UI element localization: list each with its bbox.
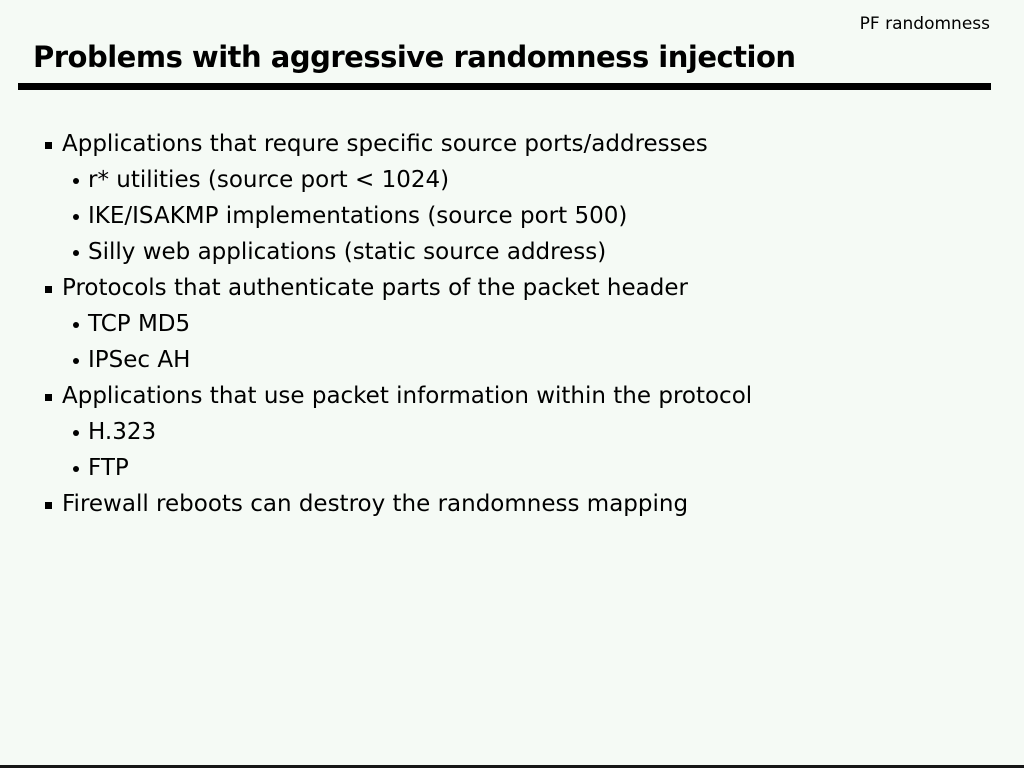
bullet-text: TCP MD5 (88, 311, 191, 337)
bottom-edge-rule (0, 765, 1024, 768)
bullet-item: Applications that use packet information… (0, 378, 1024, 414)
bullet-list: Applications that requre specific source… (0, 126, 1024, 522)
slide-title: Problems with aggressive randomness inje… (33, 40, 796, 74)
bullet-item: FTP (0, 450, 1024, 486)
bullet-dot-icon (73, 250, 79, 256)
bullet-text: IPSec AH (88, 347, 191, 373)
bullet-item: IPSec AH (0, 342, 1024, 378)
bullet-dot-icon (73, 430, 79, 436)
bullet-text: FTP (88, 455, 129, 481)
bullet-square-icon (45, 502, 52, 509)
bullet-square-icon (45, 142, 52, 149)
bullet-text: H.323 (88, 419, 157, 445)
bullet-text: Applications that requre specific source… (62, 131, 708, 157)
bullet-dot-icon (73, 466, 79, 472)
bullet-text: Protocols that authenticate parts of the… (62, 275, 688, 301)
title-underline-rule (18, 83, 991, 90)
bullet-item: Applications that requre specific source… (0, 126, 1024, 162)
bullet-text: IKE/ISAKMP implementations (source port … (88, 203, 628, 229)
bullet-text: Silly web applications (static source ad… (88, 239, 607, 265)
bullet-text: r* utilities (source port < 1024) (88, 167, 450, 193)
bullet-item: Protocols that authenticate parts of the… (0, 270, 1024, 306)
bullet-item: r* utilities (source port < 1024) (0, 162, 1024, 198)
bullet-text: Applications that use packet information… (62, 383, 753, 409)
slide-corner-label: PF randomness (859, 14, 990, 34)
bullet-item: TCP MD5 (0, 306, 1024, 342)
bullet-square-icon (45, 286, 52, 293)
bullet-dot-icon (73, 358, 79, 364)
bullet-item: Firewall reboots can destroy the randomn… (0, 486, 1024, 522)
bullet-dot-icon (73, 178, 79, 184)
bullet-dot-icon (73, 322, 79, 328)
bullet-text: Firewall reboots can destroy the randomn… (62, 491, 689, 517)
bullet-dot-icon (73, 214, 79, 220)
bullet-item: IKE/ISAKMP implementations (source port … (0, 198, 1024, 234)
bullet-item: Silly web applications (static source ad… (0, 234, 1024, 270)
bullet-square-icon (45, 394, 52, 401)
bullet-item: H.323 (0, 414, 1024, 450)
